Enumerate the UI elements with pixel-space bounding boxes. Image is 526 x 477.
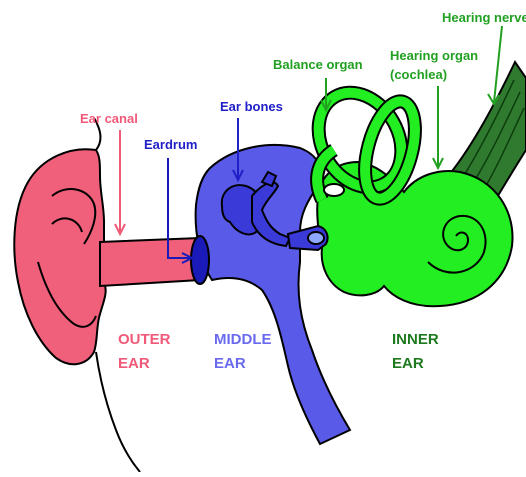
label-hearing-organ: Hearing organ (390, 48, 478, 63)
label-balance-organ: Balance organ (273, 57, 363, 72)
eardrum (191, 236, 209, 284)
zone-middle-line1: MIDDLE (214, 331, 272, 348)
zone-inner-line2: EAR (392, 355, 424, 372)
zone-outer-line2: EAR (118, 355, 150, 372)
label-cochlea: (cochlea) (390, 67, 447, 82)
label-ear-canal: Ear canal (80, 111, 138, 126)
oval-window (308, 232, 324, 244)
zone-middle-line2: EAR (214, 355, 246, 372)
inner-ear (302, 78, 512, 307)
zone-inner-line1: INNER (392, 331, 439, 348)
label-hearing-nerve: Hearing nerve (442, 10, 526, 25)
vestibule-window (324, 184, 344, 196)
outer-ear-pinna (14, 149, 105, 364)
zone-outer-line1: OUTER (118, 331, 171, 348)
label-ear-bones: Ear bones (220, 99, 283, 114)
label-eardrum: Eardrum (144, 137, 197, 152)
